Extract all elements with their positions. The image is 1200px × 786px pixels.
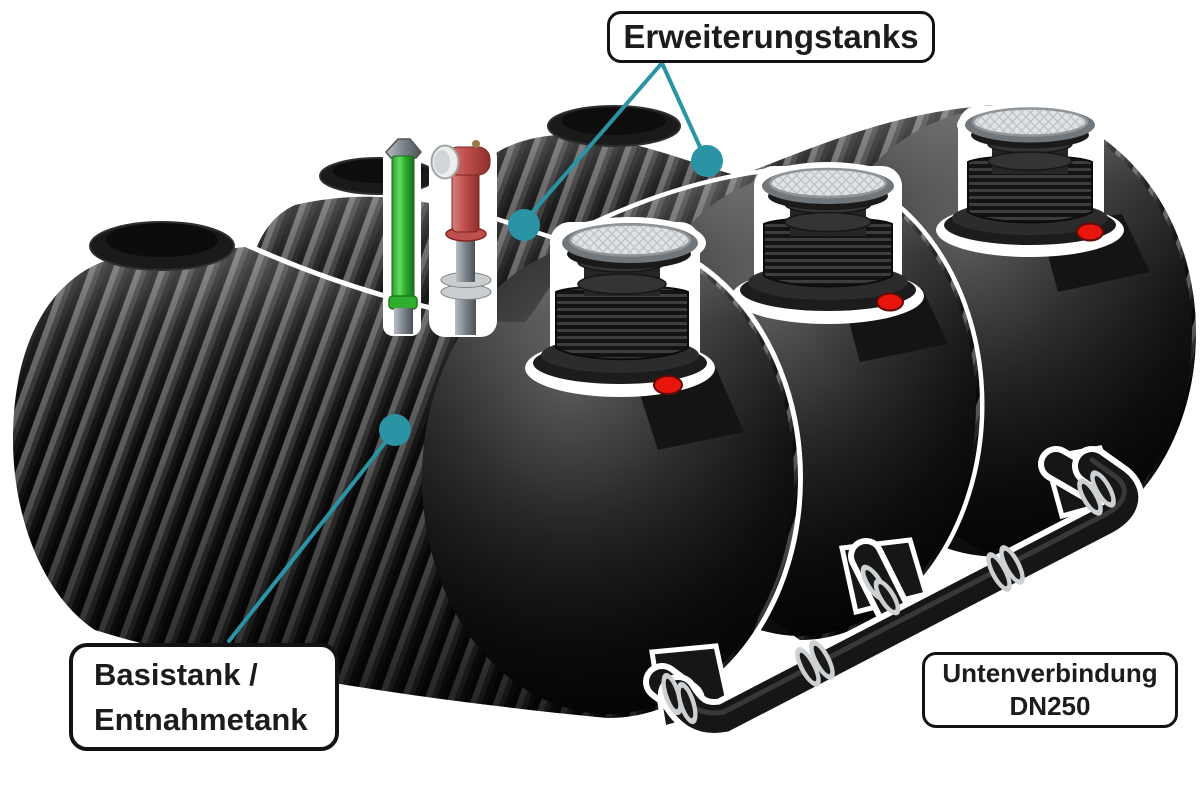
callouts xyxy=(227,61,723,643)
intake-fitting xyxy=(429,140,497,337)
callout-line-expansion-1 xyxy=(522,61,664,224)
manhole-turret xyxy=(936,102,1124,257)
pipe-coupling xyxy=(999,545,1025,585)
hydrant-vent-screw xyxy=(472,140,480,148)
pipe-coupling xyxy=(809,640,835,680)
vent-cap xyxy=(385,138,422,159)
pipe-coupling xyxy=(1090,470,1116,508)
level-indicator xyxy=(653,375,683,395)
callout-marker-expansion-2 xyxy=(691,145,723,177)
blind-lid-top xyxy=(106,223,218,257)
vent-pipe-collar xyxy=(388,295,418,310)
base-tank xyxy=(7,217,803,723)
vent-pipe xyxy=(383,134,422,336)
callout-line-base-tank xyxy=(227,428,397,643)
turret-lid xyxy=(768,167,888,199)
vent-pipe-body xyxy=(391,155,415,299)
manhole-turret xyxy=(732,162,924,324)
bottom-connection-pipe xyxy=(643,445,1145,739)
label-base-tank-line2: Entnahmetank xyxy=(94,702,308,737)
label-bottom-connection: Untenverbindung DN250 xyxy=(922,652,1178,728)
callout-marker-expansion-1 xyxy=(508,209,540,241)
pipe-coupling xyxy=(795,647,821,687)
label-bottom-connection-line2: DN250 xyxy=(1009,691,1091,721)
turret-lid xyxy=(971,107,1089,137)
pipe-coupling xyxy=(676,681,698,725)
label-expansion-tanks-text: Erweiterungstanks xyxy=(623,18,919,55)
label-bottom-connection-line1: Untenverbindung xyxy=(942,658,1158,688)
pipe-coupling xyxy=(661,672,683,716)
pipe-coupling xyxy=(1077,478,1103,516)
vent-pipe-base xyxy=(394,308,413,334)
label-base-tank: Basistank / Entnahmetank xyxy=(69,643,339,751)
pipe-coupling xyxy=(986,552,1012,592)
level-indicator xyxy=(1076,222,1104,242)
turret-lid xyxy=(568,223,692,257)
turret-ribbed-drum xyxy=(555,285,689,361)
label-expansion-tanks: Erweiterungstanks xyxy=(607,11,935,63)
pipe-coupling xyxy=(873,578,901,616)
manhole-turret xyxy=(525,217,715,397)
level-indicator xyxy=(876,292,904,312)
label-base-tank-line1: Basistank / xyxy=(94,657,258,692)
hydrant-body xyxy=(451,165,480,233)
callout-marker-base-tank xyxy=(379,414,411,446)
callout-line-expansion-2 xyxy=(660,61,707,160)
